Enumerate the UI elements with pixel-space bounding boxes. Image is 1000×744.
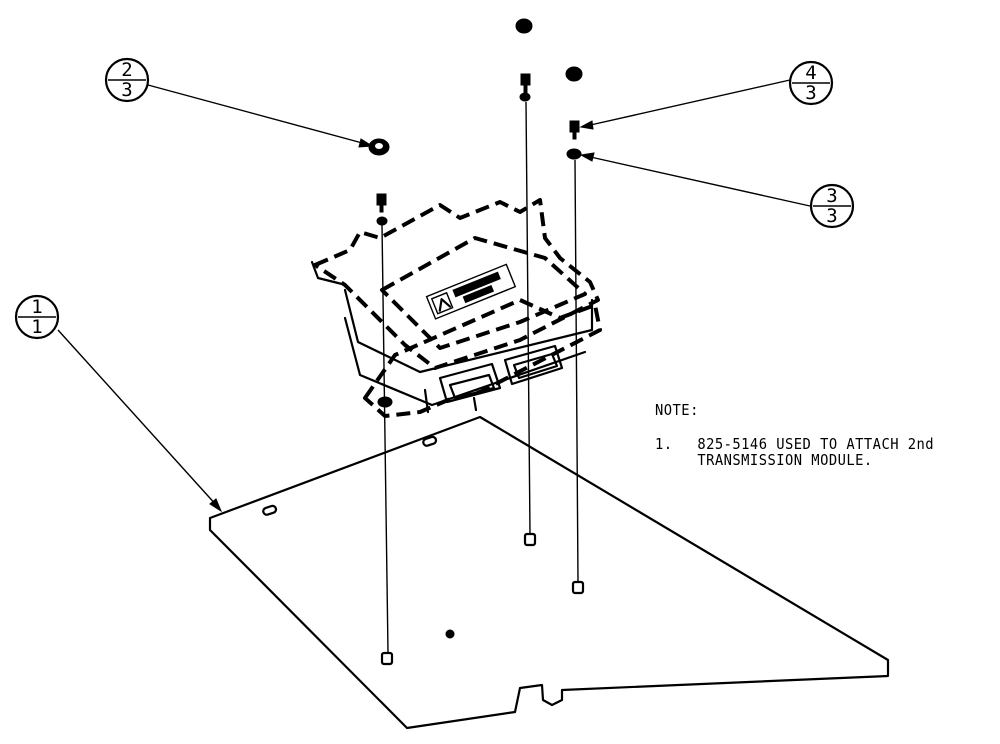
callout-balloon-4: 4 3 [788, 60, 834, 106]
callout-4-item: 4 [805, 62, 816, 84]
callout-1-item: 1 [31, 296, 42, 318]
standoff-right [571, 580, 585, 595]
leader-lines [57, 79, 811, 513]
standoff-center [523, 532, 537, 547]
mounting-plate [208, 415, 890, 730]
callout-2-item: 2 [121, 59, 132, 81]
note-heading: NOTE: [655, 401, 699, 419]
screw-left [376, 193, 388, 226]
assembly-axis-lines [381, 101, 579, 653]
callout-3-item: 3 [826, 185, 837, 207]
screw-item-4 [569, 120, 580, 140]
callout-3-sheet: 3 [826, 205, 837, 227]
note-item: 1. 825-5146 USED TO ATTACH 2nd TRANSMISS… [655, 436, 934, 468]
callout-balloon-3: 3 3 [809, 183, 855, 229]
callout-4-sheet: 3 [805, 82, 816, 104]
screw-center [519, 73, 531, 102]
nut-item-2 [368, 138, 390, 156]
callout-1-sheet: 1 [31, 316, 42, 338]
fasteners [368, 18, 583, 408]
nut-right [565, 66, 583, 82]
note-item-text: 825-5146 USED TO ATTACH 2nd TRANSMISSION… [697, 435, 935, 469]
transmission-module [310, 198, 602, 418]
callout-balloon-2: 2 3 [104, 57, 150, 103]
note-item-number: 1. [655, 435, 673, 453]
note-block: NOTE: 1. 825-5146 USED TO ATTACH 2nd TRA… [655, 402, 934, 468]
callout-balloon-1: 1 1 [14, 294, 60, 340]
standoff-left [380, 651, 394, 666]
washer-item-3 [566, 148, 582, 160]
nut-top [515, 18, 533, 34]
callout-2-sheet: 3 [121, 79, 132, 101]
plate-standoffs [380, 532, 585, 666]
